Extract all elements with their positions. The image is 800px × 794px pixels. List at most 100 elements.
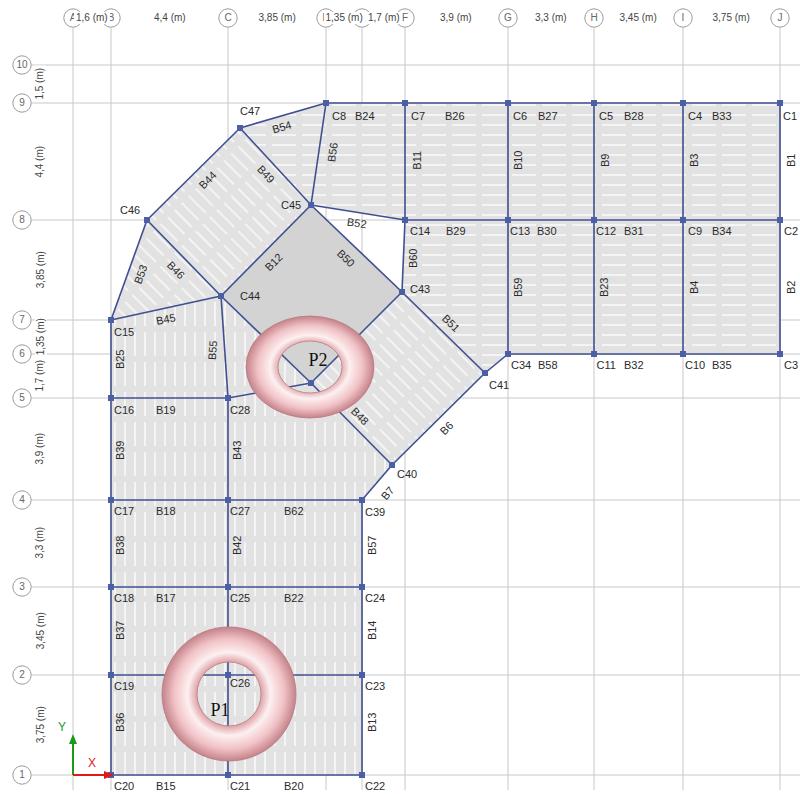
grid-bubble: 2 [12, 665, 32, 685]
grid-bubble: G [498, 8, 518, 28]
dimension-label: 3,3 (m) [533, 12, 569, 24]
grid-name: F [402, 13, 408, 23]
column-label: C12 [596, 225, 616, 238]
column-label: C6 [513, 110, 527, 123]
dimension-label: 3,85 (m) [34, 249, 46, 290]
beam-label: B32 [624, 359, 644, 372]
column-label: C3 [784, 359, 798, 372]
beam-label: B39 [114, 440, 127, 460]
slabs [111, 103, 780, 775]
grid-name: 6 [19, 349, 25, 359]
grid-name: 5 [19, 393, 25, 403]
axis-label: X [88, 757, 96, 771]
dimension-label: 4,4 (m) [152, 12, 188, 24]
grid-bubble: 1 [12, 765, 32, 785]
beam-label: B24 [355, 110, 375, 123]
column-label: C46 [120, 204, 140, 217]
column-label: C44 [240, 290, 260, 303]
beam-label: B3 [688, 153, 701, 166]
grid-name: 4 [19, 495, 25, 505]
column-label: C24 [365, 592, 385, 605]
grid-name: J [778, 13, 783, 23]
grid-bubble: 7 [12, 310, 32, 330]
column-label: C25 [230, 592, 250, 605]
column-label: C11 [597, 359, 616, 372]
column-label: C45 [281, 199, 301, 212]
column-label: C1 [783, 110, 797, 123]
column-label: C40 [397, 468, 417, 481]
grid-name: C [224, 13, 231, 23]
beam-label: B34 [712, 225, 732, 238]
beam-label: B13 [366, 712, 379, 732]
beam-label: B6 [437, 419, 455, 437]
grid-name: G [504, 13, 512, 23]
beam-label: B42 [231, 535, 244, 555]
beam-label: B30 [537, 225, 557, 238]
columns [108, 100, 783, 778]
dimension-label: 3,9 (m) [438, 12, 474, 24]
column-label: C28 [230, 404, 250, 417]
beam-label: B43 [231, 440, 244, 460]
point-label: P2 [308, 351, 327, 369]
column-label: C8 [332, 110, 346, 123]
grid-bubble: I [673, 8, 693, 28]
beam-label: B20 [284, 780, 304, 793]
beam-label: B17 [156, 592, 176, 605]
column-label: C4 [688, 110, 702, 123]
column-label: C22 [365, 780, 385, 793]
dimension-label: 3,45 (m) [34, 610, 46, 651]
column-label: C9 [688, 225, 702, 238]
column-label: C43 [410, 283, 430, 296]
column-label: C19 [114, 680, 134, 693]
grid-bubble: J [770, 8, 790, 28]
point-label: P1 [210, 701, 229, 719]
beam-label: B23 [598, 277, 611, 297]
beam-label: B26 [445, 110, 465, 123]
grid-bubble: 4 [12, 490, 32, 510]
beam-label: B59 [512, 277, 525, 297]
beam-label: B18 [156, 505, 176, 518]
beam-label: B62 [284, 505, 304, 518]
dimension-label: 3,75 (m) [34, 704, 46, 745]
grid-bubble: 3 [12, 577, 32, 597]
grid-name: H [590, 13, 597, 23]
column-label: C7 [411, 110, 425, 123]
column-label: C34 [511, 359, 531, 372]
grid-name: 3 [19, 582, 25, 592]
column-label: C21 [230, 780, 250, 793]
beam-label: B7 [378, 484, 396, 502]
beam-label: B28 [624, 110, 644, 123]
grid-bubble: C [218, 8, 238, 28]
dimension-label: 4,4 (m) [34, 144, 46, 180]
dimension-label: 3,9 (m) [34, 431, 46, 467]
column-label: C5 [599, 110, 613, 123]
column-label: C2 [784, 225, 798, 238]
beams [111, 103, 780, 775]
beam-label: B38 [114, 535, 127, 555]
beam-label: B56 [325, 141, 340, 162]
load-ring: P1 [161, 626, 297, 762]
beam-label: B2 [785, 280, 798, 293]
beam-label: B33 [712, 110, 732, 123]
column-label: C20 [114, 780, 134, 793]
beam-label: B27 [538, 110, 558, 123]
beam-label: B1 [785, 153, 798, 166]
beam-label: B9 [599, 153, 612, 166]
beam-label: B29 [446, 225, 466, 238]
dimension-label: 1,7 (m) [366, 12, 402, 24]
grid-name: 1 [19, 770, 25, 780]
beam-label: B55 [206, 340, 220, 360]
beam-label: B4 [688, 280, 701, 293]
beam-label: B15 [156, 780, 176, 793]
grid-name: 8 [19, 215, 25, 225]
beam-label: B11 [411, 150, 424, 169]
grid-name: I [682, 13, 685, 23]
grid-bubble: H [584, 8, 604, 28]
axis-label: Y [58, 721, 66, 735]
column-label: C17 [114, 505, 134, 518]
beam-label: B19 [156, 404, 176, 417]
ring-shape [161, 626, 297, 762]
beam-label: B37 [114, 620, 127, 640]
dimension-label: 3,3 (m) [34, 525, 46, 561]
